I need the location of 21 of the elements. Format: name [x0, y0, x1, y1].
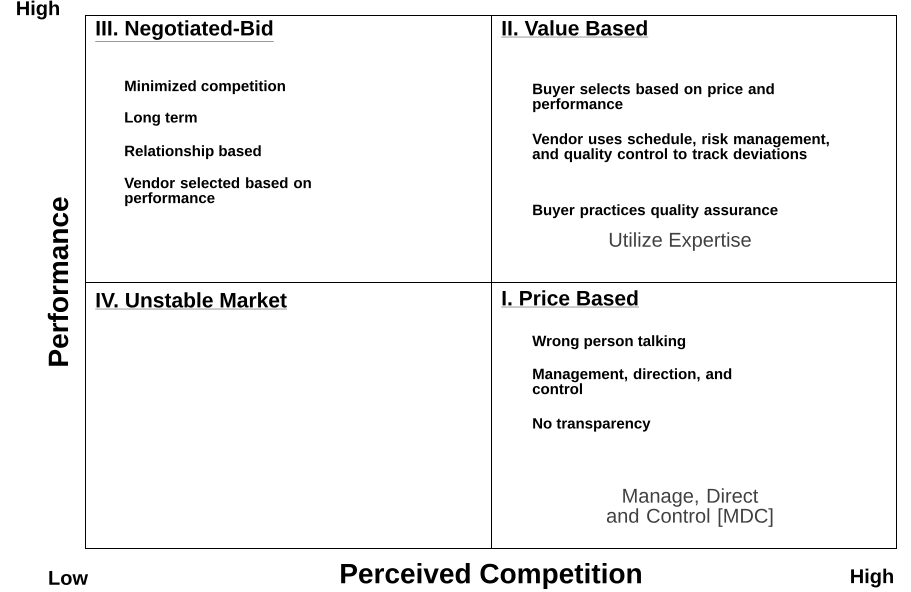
note-text: Manage, Direct and Control [MDC]	[606, 488, 772, 527]
list-item: Long term	[125, 112, 197, 126]
quadrant-heading: II. Value Based	[501, 20, 648, 38]
axis-end-label: High	[17, 0, 59, 20]
axis-end-label: High	[851, 568, 893, 588]
list-item: Minimized competition	[125, 80, 285, 94]
list-item: Relationship based	[125, 145, 261, 160]
list-item: Vendor selected based on performance	[124, 177, 311, 206]
list-item: Buyer selects based on price and performance	[533, 83, 774, 112]
list-item: Buyer practices quality assurance	[533, 204, 778, 218]
list-item: Management, direction, and control	[532, 368, 732, 394]
quadrant-heading: III. Negotiated-Bid	[95, 20, 274, 42]
axis-title: Performance	[48, 197, 68, 366]
quadrant-heading: I. Price Based	[501, 290, 640, 308]
list-item: Vendor uses schedule, risk management, and quality control to track deviations	[532, 133, 829, 162]
list-item: Wrong person talking	[532, 335, 686, 350]
list-item: No transparency	[533, 418, 650, 432]
axis-title: Perceived Competition	[341, 562, 641, 590]
axis-end-label: Low	[49, 571, 88, 585]
quadrant-heading: IV. Unstable Market	[95, 292, 288, 310]
note-text: Utilize Expertise	[610, 232, 751, 251]
